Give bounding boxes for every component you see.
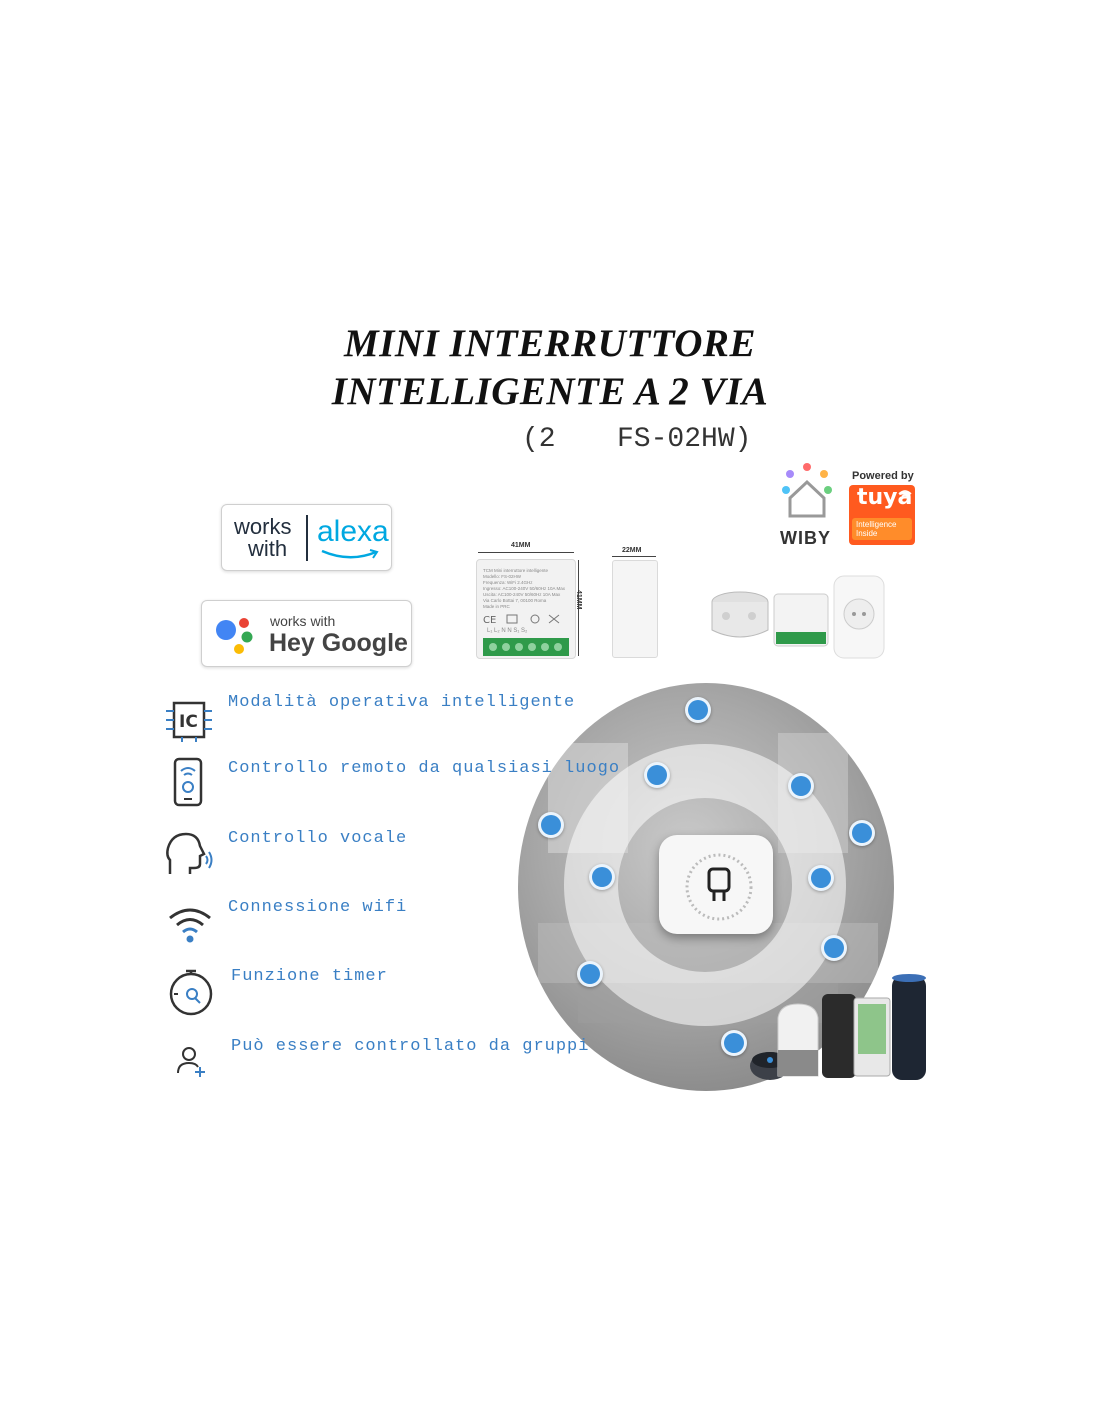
washing-machine-icon: [589, 864, 615, 890]
certification-marks-icon: CE: [483, 614, 560, 625]
feature-label-voice: Controllo vocale: [228, 829, 408, 848]
svg-text:IC: IC: [179, 712, 198, 732]
google-works-with-text: works with: [270, 613, 336, 629]
feature-icon-voice: [164, 830, 216, 878]
alexa-divider: [306, 515, 308, 561]
tv-icon: [788, 773, 814, 799]
module-side-view: [612, 560, 658, 658]
pendant-lamp-icon: [821, 935, 847, 961]
alexa-with-text: with: [248, 536, 288, 561]
powered-by-text: Powered by: [852, 470, 914, 482]
alexa-brand-text: alexa: [317, 515, 389, 548]
height-dimension-line: [578, 560, 579, 656]
feature-icon-wifi: [166, 904, 214, 944]
module-line: TCM Mini interruttore intelligente: [483, 568, 549, 573]
device-button-icon: [685, 853, 753, 921]
tuya-brand-text: tuya: [857, 485, 913, 510]
module-line: Uscita: AC100-240V 50/60Hz 10A Max: [483, 592, 561, 597]
hey-google-text: Hey Google: [269, 629, 408, 657]
wiby-text: WIBY: [780, 528, 831, 548]
fan-icon: [577, 961, 603, 987]
coffee-machine-icon: [721, 1030, 747, 1056]
feature-icon-remote: [172, 757, 206, 807]
installation-illustration: [711, 575, 885, 659]
height-dimension-label: 41MM: [575, 590, 582, 610]
fridge-icon: [644, 762, 670, 788]
door-icon: [538, 812, 564, 838]
svg-text:CE: CE: [483, 615, 496, 625]
depth-dimension-line: [612, 556, 656, 557]
feature-icon-ic: IC: [164, 697, 214, 743]
wiby-house-icon: [782, 463, 832, 518]
feature-label-timer: Funzione timer: [231, 967, 388, 986]
terminal-screws-icon: [489, 643, 562, 651]
wifi-icon: [169, 908, 211, 943]
model-code: FS-02HW): [617, 424, 752, 455]
timer-icon: [169, 969, 213, 1016]
smart-speakers-group: [750, 974, 926, 1080]
ic-chip-icon: IC: [166, 701, 212, 742]
works-with-alexa-badge: works with alexa: [221, 504, 392, 571]
tuya-logo: Powered by tuya Intelligence Inside: [849, 468, 917, 546]
center-switch-device: [659, 835, 773, 934]
works-with-google-badge: works with Hey Google: [201, 600, 412, 667]
phone-remote-icon: [173, 757, 203, 807]
module-line: Frequenza: WiFi 2.4GHz: [483, 580, 533, 585]
page-title-line2: INTELLIGENTE A 2 VIA: [331, 370, 769, 413]
alexa-works-text: works: [234, 514, 292, 539]
tuya-sub2-text: Inside: [856, 529, 878, 538]
radiator-icon: [849, 820, 875, 846]
feature-label-remote: Controllo remoto da qualsiasi luogo: [228, 759, 621, 778]
page-title-line1: MINI INTERRUTTORE: [344, 322, 756, 365]
feature-label-wifi: Connessione wifi: [228, 898, 408, 917]
depth-dimension-label: 22MM: [622, 547, 642, 554]
feature-label-group: Può essere controllato da gruppi: [231, 1037, 590, 1056]
module-line: Modello: FS-02HW: [483, 574, 522, 579]
feature-icon-timer: [166, 967, 216, 1017]
wiby-logo: WIBY: [776, 460, 838, 550]
ceiling-lamp-icon: [685, 697, 711, 723]
module-line: Made in PRC: [483, 604, 510, 609]
table-lamp-icon: [808, 865, 834, 891]
width-dimension-line: [478, 552, 574, 553]
tuya-wifi-icon: [898, 490, 912, 498]
module-line: Via Carlo Bottai 7, 00100 Roma: [483, 598, 547, 603]
model-prefix: (2: [522, 424, 556, 455]
tuya-box: tuya Intelligence Inside: [849, 485, 915, 545]
alexa-smile-icon: [321, 549, 379, 559]
width-dimension-label: 41MM: [511, 542, 531, 549]
feature-icon-group: [176, 1045, 210, 1079]
google-assistant-dots-icon: [216, 618, 253, 654]
tuya-intelligence-tag: Intelligence Inside: [852, 518, 912, 540]
module-label-text: TCM Mini interruttore intelligente Model…: [483, 568, 569, 610]
voice-head-icon: [166, 832, 213, 874]
module-line: Ingresso: AC100-240V 50/60Hz 10A Max: [483, 586, 566, 591]
module-front-view: TCM Mini interruttore intelligente Model…: [476, 559, 576, 659]
feature-label-smart-mode: Modalità operativa intelligente: [228, 693, 576, 712]
terminal-block: [483, 638, 569, 656]
terminal-labels: L₁ L₂ N N S₁ S₂: [487, 628, 528, 634]
group-user-icon: [177, 1047, 205, 1077]
tuya-sub1-text: Intelligence: [856, 520, 897, 529]
